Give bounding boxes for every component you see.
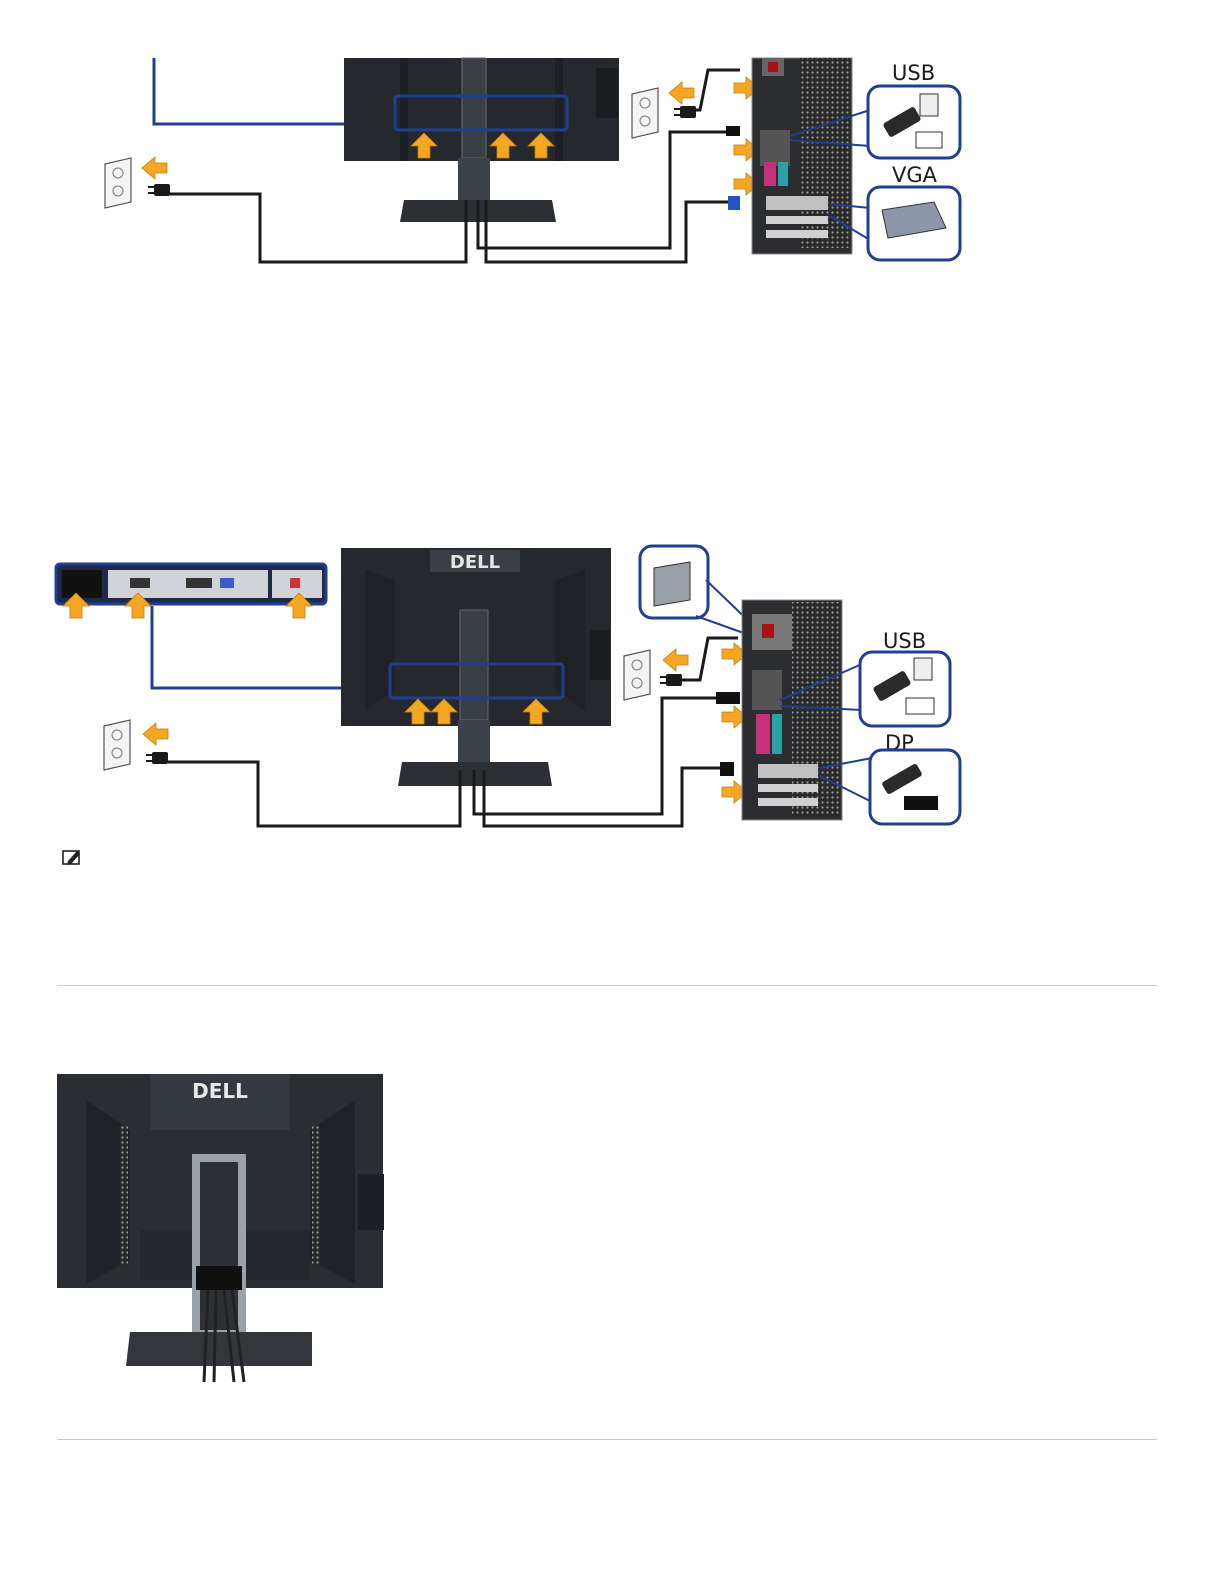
monitor-back bbox=[344, 58, 619, 222]
usb-port-icon bbox=[906, 698, 934, 714]
usb-label: USB bbox=[892, 61, 935, 85]
monitor-logo: DELL bbox=[192, 1079, 248, 1103]
dp-callout-box bbox=[870, 750, 960, 824]
section-divider bbox=[57, 1439, 1157, 1440]
vga-plug-icon bbox=[728, 196, 740, 210]
arrow-left-icon bbox=[142, 157, 167, 179]
usb-port-icon bbox=[916, 132, 942, 148]
wall-outlet-icon bbox=[105, 158, 131, 208]
usb-callout-box bbox=[860, 652, 950, 726]
dp-port-icon bbox=[904, 796, 938, 810]
port-panel-detail bbox=[56, 564, 326, 604]
power-plug-icon bbox=[148, 184, 170, 196]
vga-callout-box bbox=[868, 187, 960, 260]
usb-plug-icon bbox=[726, 126, 740, 136]
pc-tower-back bbox=[752, 58, 852, 254]
dp-plug-icon bbox=[720, 762, 734, 776]
arrow-left-icon bbox=[143, 723, 168, 745]
arrow-left-icon bbox=[669, 82, 694, 104]
power-plug-icon bbox=[660, 674, 682, 686]
section-divider bbox=[57, 985, 1157, 986]
dp-connection-diagram: DELL bbox=[0, 540, 1224, 835]
arrow-left-icon bbox=[663, 649, 688, 671]
power-plug-icon bbox=[146, 752, 168, 764]
monitor-logo: DELL bbox=[450, 552, 500, 573]
figure-dp-connection: DELL bbox=[0, 540, 1224, 840]
vga-connection-diagram: USB VGA bbox=[0, 50, 1224, 270]
wall-outlet-icon bbox=[624, 650, 650, 700]
figure-vga-connection: USB VGA bbox=[0, 50, 1224, 275]
monitor-rear-photo: DELL bbox=[0, 1070, 400, 1390]
wall-outlet-icon bbox=[104, 720, 130, 770]
pc-tower-back bbox=[742, 600, 842, 820]
usb-plug-icon bbox=[716, 692, 740, 704]
vga-label: VGA bbox=[892, 163, 938, 187]
power-plug-icon bbox=[674, 106, 696, 118]
usb-label: USB bbox=[883, 629, 926, 653]
figure-cable-management: DELL bbox=[0, 1070, 400, 1395]
usb-callout-box bbox=[868, 86, 960, 158]
note-pencil-icon bbox=[62, 849, 82, 866]
wall-outlet-icon bbox=[632, 88, 658, 138]
power-socket-callout bbox=[640, 546, 708, 618]
monitor-back: DELL bbox=[341, 548, 611, 786]
